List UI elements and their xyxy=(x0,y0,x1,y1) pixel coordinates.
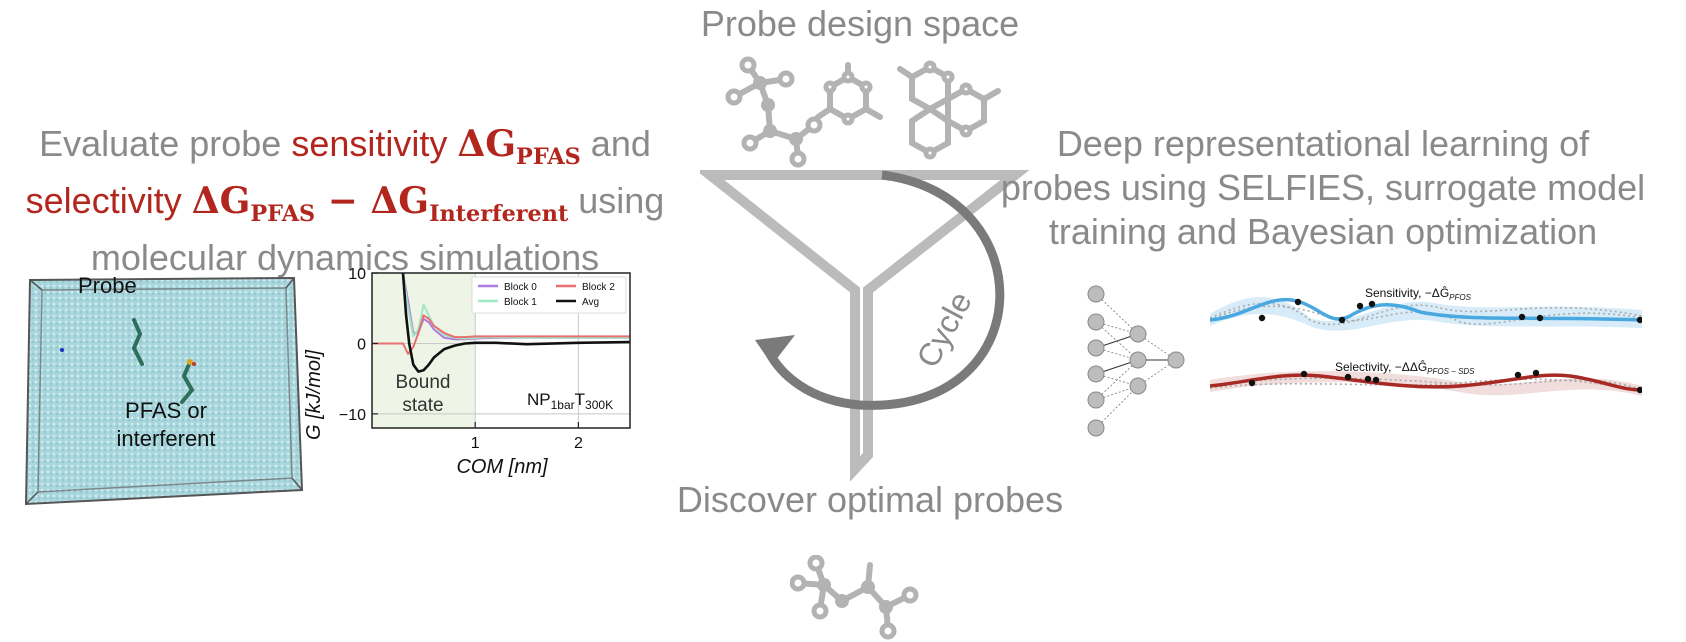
ml-section-title: Deep representational learning of probes… xyxy=(966,122,1680,254)
legend-label: Avg xyxy=(582,297,599,308)
free-energy-chart: 1 2 10 0 −10 G [kJ/mol] COM [nm] Bound state… xyxy=(303,266,631,478)
sensitivity-label: Sensitivity, −ΔĜPFOS xyxy=(1365,285,1472,302)
x-tick-label: 1 xyxy=(471,435,480,452)
legend-label: Block 0 xyxy=(504,282,537,293)
bayesian-optimization-plots: Sensitivity, −ΔĜPFOS Selectivity, −ΔΔĜPF… xyxy=(1210,285,1642,396)
x-axis-label: COM [nm] xyxy=(456,456,548,478)
molecule-bottom xyxy=(790,555,919,640)
sensitivity-curve xyxy=(1210,297,1642,322)
y-axis-label: G [kJ/mol] xyxy=(303,350,325,440)
probe-molecule xyxy=(132,318,144,366)
md-title-line-3: molecular dynamics simulations xyxy=(90,236,600,278)
series-line-avg xyxy=(401,272,631,373)
bound-state-shade xyxy=(372,273,476,428)
funnel-shape xyxy=(700,170,1030,482)
md-section-title: Evaluate probe sensitivity ΔGPFAS and se… xyxy=(10,122,680,280)
legend-label: Block 2 xyxy=(582,282,615,293)
neural-network-diagram xyxy=(1087,285,1185,437)
probe-design-space-title: Probe design space xyxy=(700,3,1020,44)
ml-title-line-3: training and Bayesian optimization xyxy=(1048,211,1598,252)
chart-legend: Block 0 Block 2 Block 1 Avg xyxy=(471,276,627,314)
condition-label: NP1barT300K xyxy=(527,390,613,412)
pfas-interferent-label: PFAS or interferent xyxy=(116,398,216,451)
cycle-arrowhead-icon xyxy=(755,335,795,365)
legend-label: Block 1 xyxy=(504,297,537,308)
x-tick-label: 2 xyxy=(574,435,583,452)
ml-title-line-2: probes using SELFIES, surrogate model xyxy=(1000,167,1646,208)
discover-optimal-probes-title: Discover optimal probes xyxy=(676,479,1064,520)
y-tick-label: −10 xyxy=(339,407,366,424)
bound-annotation-2: state xyxy=(402,395,443,416)
series-line-block-1 xyxy=(402,272,630,340)
ml-title-line-1: Deep representational learning of xyxy=(1056,123,1590,164)
y-tick-label: 10 xyxy=(348,266,366,283)
md-title-line-1: Evaluate probe sensitivity ΔGPFAS and xyxy=(39,123,651,170)
funnel-diagram: Cycle xyxy=(700,170,1030,482)
selectivity-curve xyxy=(1210,373,1642,392)
legend-box xyxy=(471,276,627,314)
y-tick-label: 0 xyxy=(357,336,366,353)
cycle-label: Cycle xyxy=(909,286,978,374)
cycle-arrow xyxy=(763,170,1005,410)
simulation-box xyxy=(24,276,304,506)
md-title-line-2: selectivity ΔGPFAS − ΔGInterferent using xyxy=(25,179,665,227)
molecules-top xyxy=(725,56,1001,168)
probe-label: Probe xyxy=(78,273,137,298)
selectivity-label: Selectivity, −ΔΔĜPFOS − SDS xyxy=(1335,359,1475,376)
bound-annotation-1: Bound xyxy=(396,372,451,393)
selectivity-band xyxy=(1210,371,1642,396)
